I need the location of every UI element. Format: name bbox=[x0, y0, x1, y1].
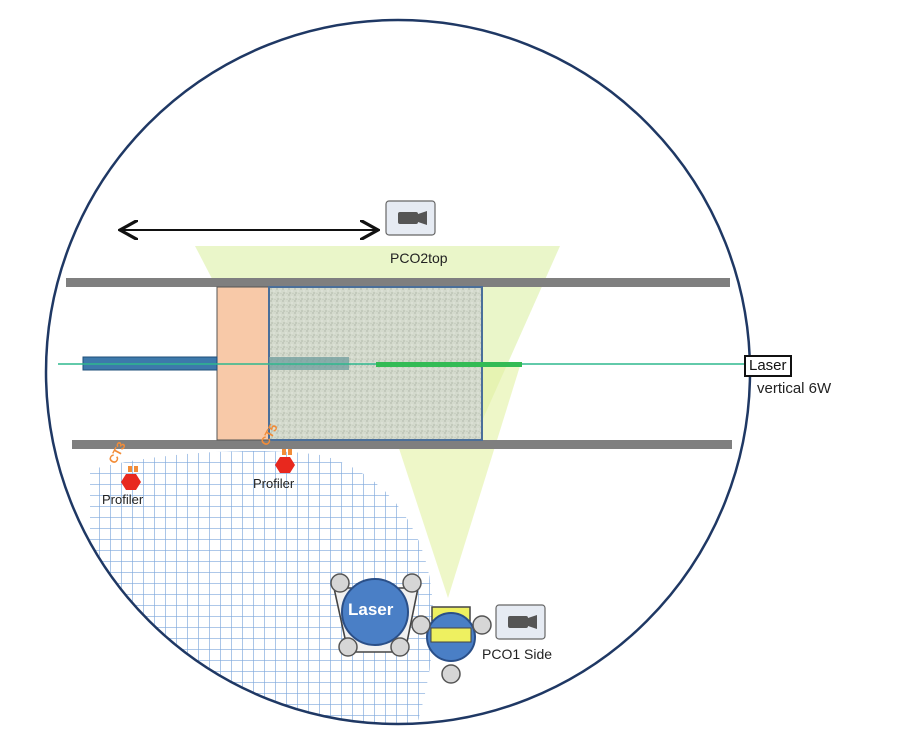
upper-rail bbox=[66, 278, 730, 287]
pco1-side-label: PCO1 Side bbox=[482, 646, 553, 662]
profiler-sensor-right bbox=[275, 449, 295, 473]
pco2top-label: PCO2top bbox=[390, 250, 448, 266]
laser-source-box: Laser bbox=[744, 355, 792, 377]
profiler-right-label: Profiler bbox=[253, 476, 295, 491]
laser-device bbox=[330, 573, 422, 657]
camera-icon bbox=[495, 604, 546, 640]
camera-icon bbox=[385, 200, 436, 236]
laser-vertical-label: vertical 6W bbox=[757, 380, 832, 397]
profiler-sensor-left bbox=[121, 466, 141, 490]
profiler-left-label: Profiler bbox=[102, 492, 144, 507]
lower-rail bbox=[72, 440, 732, 449]
laser-device-label: Laser bbox=[348, 600, 394, 619]
side-camera-mount bbox=[411, 606, 492, 684]
laser-sheet bbox=[376, 362, 522, 367]
